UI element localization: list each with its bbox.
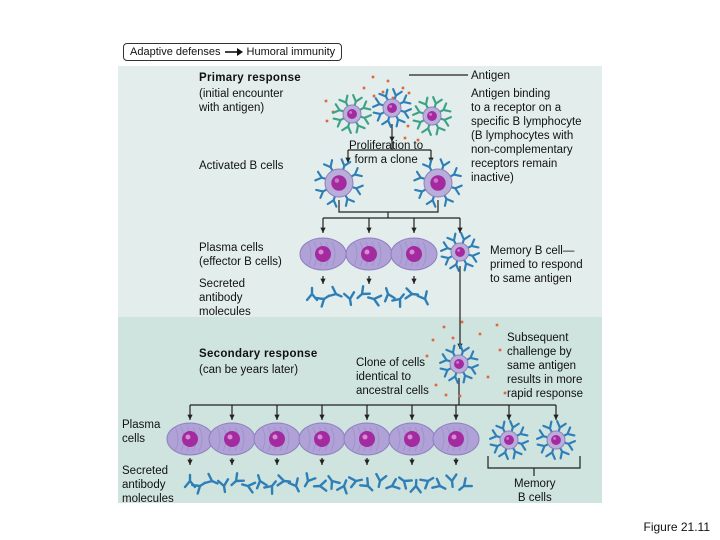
- clone-label: Clone of cells identical to ancestral ce…: [356, 357, 429, 397]
- proliferation-label: Proliferation to form a clone: [349, 140, 424, 166]
- secondary-plasma-cell: [253, 422, 301, 456]
- secondary-secretion-arrow: [453, 458, 459, 465]
- secondary-arrow: [229, 405, 235, 420]
- plasma-cell: [345, 237, 393, 271]
- binding-arrow: [389, 124, 395, 142]
- secondary-arrow: [409, 405, 415, 420]
- secondary-memory-b-cell: [489, 420, 529, 460]
- antibody-molecules-secondary: [183, 472, 474, 496]
- secondary-plasma-cell: [208, 422, 256, 456]
- arrow-right-icon: [224, 48, 243, 56]
- plasma-cells-label: Plasma cells (effector B cells): [199, 242, 282, 268]
- secondary-plasma-cell: [298, 422, 346, 456]
- secondary-arrow: [553, 405, 559, 420]
- secondary-secretion-arrow: [409, 458, 415, 465]
- clone-arrow-left: [345, 150, 351, 163]
- secondary-plasma-cell: [166, 422, 214, 456]
- differentiate-arrow: [320, 218, 326, 233]
- secretion-arrow: [366, 276, 372, 284]
- secreted-antibody-label: Secreted antibody molecules: [199, 278, 251, 318]
- secondary-secretion-arrow: [364, 458, 370, 465]
- secondary-arrow: [506, 405, 512, 420]
- secondary-arrow: [453, 405, 459, 420]
- secondary-plasma-cell: [343, 422, 391, 456]
- secondary-secretion-arrow: [274, 458, 280, 465]
- plasma-cell: [299, 237, 347, 271]
- secretion-arrow: [320, 276, 326, 284]
- secondary-memory-b-cell: [536, 420, 576, 460]
- antigen-binding-b-cell: [372, 88, 412, 128]
- antigen-label: Antigen: [471, 70, 511, 82]
- secretion-arrow: [411, 276, 417, 284]
- secondary-arrow: [319, 405, 325, 420]
- secondary-plasma-cell: [388, 422, 436, 456]
- secondary-response-subtitle: (can be years later): [199, 364, 299, 376]
- differentiate-arrow: [457, 218, 463, 233]
- memory-b-cells-label: Memory B cells: [514, 478, 556, 504]
- breadcrumb-humoral: Humoral immunity: [246, 46, 336, 58]
- secondary-response-title: Secondary response: [199, 348, 318, 360]
- plasma-cell: [390, 237, 438, 271]
- antigen-binding-label: Antigen binding to a receptor on a speci…: [471, 88, 582, 184]
- memory-b-cell-challenged: [439, 344, 479, 384]
- activated-b-cell: [413, 158, 463, 208]
- subsequent-challenge-label: Subsequent challenge by same antigen res…: [507, 332, 584, 400]
- secondary-secreted-antibody-label: Secreted antibody molecules: [122, 465, 174, 505]
- secondary-response-panel: [118, 317, 602, 503]
- secondary-secretion-arrow: [229, 458, 235, 465]
- memory-b-cell: [440, 232, 480, 272]
- activated-b-cells-label: Activated B cells: [199, 160, 284, 172]
- primary-response-panel: [118, 66, 602, 317]
- antigen-dots-secondary: [425, 320, 507, 398]
- secondary-plasma-cell: [432, 422, 480, 456]
- inactive-b-cell: [332, 94, 372, 134]
- differentiate-arrow: [366, 218, 372, 233]
- activated-b-cell: [314, 158, 364, 208]
- secondary-secretion-arrow: [319, 458, 325, 465]
- memory-b-cell-label: Memory B cell— primed to respond to same…: [490, 245, 583, 285]
- antibody-molecules-primary: [305, 285, 429, 309]
- figure-number: Figure 21.11: [643, 520, 711, 534]
- secondary-plasma-cells-label: Plasma cells: [122, 419, 161, 445]
- secondary-arrow: [187, 405, 193, 420]
- secondary-secretion-arrow: [187, 458, 193, 465]
- memory-bracket: [487, 456, 581, 469]
- differentiate-arrow: [411, 218, 417, 233]
- breadcrumb: Adaptive defenses Humoral immunity: [123, 43, 343, 61]
- primary-response-subtitle: (initial encounter with antigen): [199, 88, 284, 114]
- secondary-arrow: [364, 405, 370, 420]
- memory-arrow: [457, 266, 463, 349]
- primary-response-title: Primary response: [199, 72, 301, 84]
- breadcrumb-adaptive: Adaptive defenses: [130, 46, 221, 58]
- inactive-b-cell: [412, 96, 452, 136]
- secondary-arrow: [274, 405, 280, 420]
